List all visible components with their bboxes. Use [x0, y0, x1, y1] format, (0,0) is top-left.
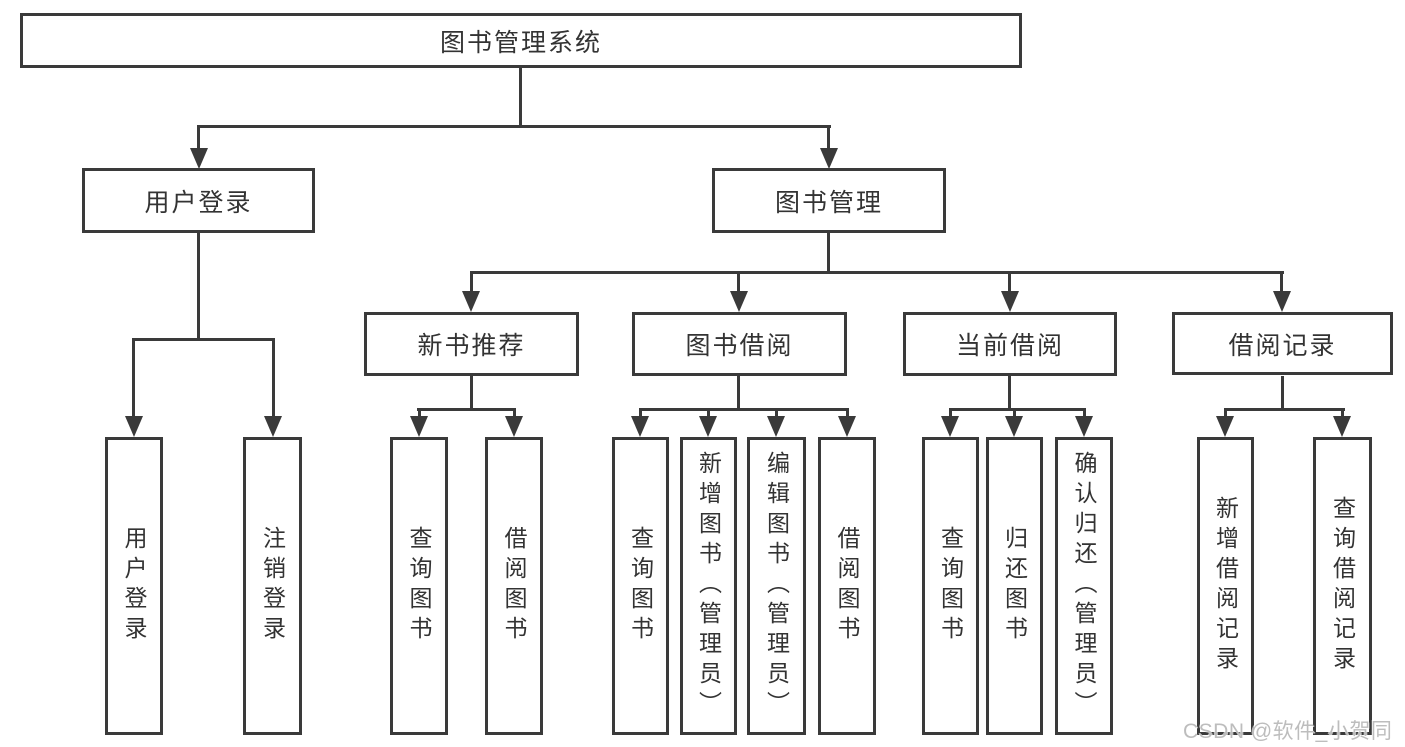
connector-line [1280, 274, 1283, 292]
leaf-confirm-return-admin: 确认归还（管理员） [1055, 437, 1113, 735]
connector-line [1083, 411, 1086, 418]
leaf-borrow-books-recommend: 借阅图书 [485, 437, 543, 735]
node-user-login: 用户登录 [82, 168, 315, 233]
leaf-edit-book-admin: 编辑图书（管理员） [747, 437, 806, 735]
leaf-add-borrow-record: 新增借阅记录 [1197, 437, 1254, 735]
leaf-query-books-borrow: 查询图书 [612, 437, 669, 735]
connector-line [1008, 376, 1011, 410]
arrow-down-icon [1001, 291, 1019, 312]
leaf-borrow-books: 借阅图书 [818, 437, 876, 735]
node-current-borrow: 当前借阅 [903, 312, 1117, 376]
node-borrow-records: 借阅记录 [1172, 312, 1393, 375]
leaf-logout: 注销登录 [243, 437, 302, 735]
connector-line [513, 411, 516, 418]
connector-line [639, 408, 849, 411]
connector-line [197, 125, 831, 128]
arrow-down-icon [1005, 416, 1023, 437]
arrow-down-icon [505, 416, 523, 437]
leaf-add-book-admin: 新增图书（管理员） [680, 437, 737, 735]
connector-line [417, 408, 516, 411]
connector-line [1008, 274, 1011, 292]
connector-line [1341, 411, 1344, 418]
arrow-down-icon [730, 291, 748, 312]
arrow-down-icon [941, 416, 959, 437]
connector-line [1013, 411, 1016, 418]
connector-line [197, 128, 200, 148]
connector-line [519, 68, 522, 128]
connector-line [846, 411, 849, 418]
leaf-query-books-current: 查询图书 [922, 437, 979, 735]
leaf-user-login: 用户登录 [105, 437, 163, 735]
arrow-down-icon [838, 416, 856, 437]
connector-line [470, 274, 473, 292]
node-new-book-recommend: 新书推荐 [364, 312, 579, 376]
arrow-down-icon [699, 416, 717, 437]
leaf-query-borrow-record: 查询借阅记录 [1313, 437, 1372, 735]
arrow-down-icon [410, 416, 428, 437]
connector-line [132, 338, 275, 341]
arrow-down-icon [1273, 291, 1291, 312]
arrow-down-icon [820, 148, 838, 169]
arrow-down-icon [190, 148, 208, 169]
arrow-down-icon [1333, 416, 1351, 437]
connector-line [775, 411, 778, 418]
connector-line [949, 408, 1086, 411]
connector-line [827, 128, 830, 148]
connector-line [470, 376, 473, 410]
arrow-down-icon [1216, 416, 1234, 437]
connector-line [1224, 408, 1345, 411]
node-book-borrow: 图书借阅 [632, 312, 847, 376]
arrow-down-icon [264, 416, 282, 437]
csdn-watermark: CSDN @软件_小贺同学 [1183, 720, 1393, 743]
connector-line [639, 411, 642, 418]
connector-line [827, 233, 830, 271]
connector-line [1281, 376, 1284, 410]
arrow-down-icon [462, 291, 480, 312]
connector-line [272, 341, 275, 417]
node-library-system: 图书管理系统 [20, 13, 1022, 68]
leaf-query-books-recommend: 查询图书 [390, 437, 448, 735]
connector-line [949, 411, 952, 418]
connector-line [737, 274, 740, 292]
connector-line [418, 411, 421, 418]
arrow-down-icon [767, 416, 785, 437]
node-book-management: 图书管理 [712, 168, 946, 233]
leaf-return-book: 归还图书 [986, 437, 1043, 735]
arrow-down-icon [1075, 416, 1093, 437]
connector-line [197, 233, 200, 338]
connector-line [1224, 411, 1227, 418]
connector-line [737, 376, 740, 410]
arrow-down-icon [631, 416, 649, 437]
arrow-down-icon [125, 416, 143, 437]
connector-line [707, 411, 710, 418]
connector-line [132, 341, 135, 417]
connector-line [470, 271, 1284, 274]
